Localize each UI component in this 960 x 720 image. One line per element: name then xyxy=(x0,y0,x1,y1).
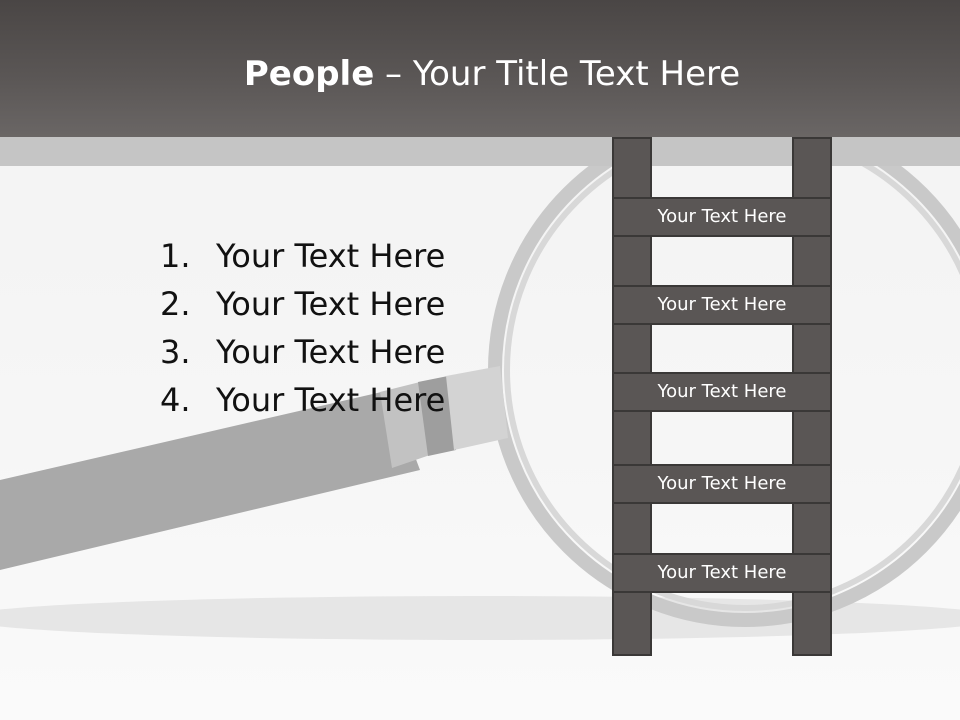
title-bar xyxy=(0,0,960,137)
list-item: 4. Your Text Here xyxy=(160,376,445,424)
ladder-step-5: Your Text Here xyxy=(612,553,832,593)
list-number: 1. xyxy=(160,237,191,275)
list-number: 4. xyxy=(160,381,191,419)
ladder-step-1: Your Text Here xyxy=(612,197,832,237)
ladder-step-2: Your Text Here xyxy=(612,285,832,325)
list-number: 3. xyxy=(160,333,191,371)
list-item: 2. Your Text Here xyxy=(160,280,445,328)
list-text: Your Text Here xyxy=(216,381,446,419)
title-bold-part: People xyxy=(243,54,375,94)
title-rest-part: – Your Title Text Here xyxy=(374,54,741,94)
ladder-step-3: Your Text Here xyxy=(612,372,832,412)
list-item: 1. Your Text Here xyxy=(160,232,445,280)
ladder-step-4: Your Text Here xyxy=(612,464,832,504)
slide-title: People – Your Title Text Here xyxy=(0,52,960,96)
list-text: Your Text Here xyxy=(216,237,446,275)
list-number: 2. xyxy=(160,285,191,323)
list-item: 3. Your Text Here xyxy=(160,328,445,376)
list-text: Your Text Here xyxy=(216,285,446,323)
list-text: Your Text Here xyxy=(216,333,446,371)
numbered-list: 1. Your Text Here 2. Your Text Here 3. Your… xyxy=(160,232,445,424)
